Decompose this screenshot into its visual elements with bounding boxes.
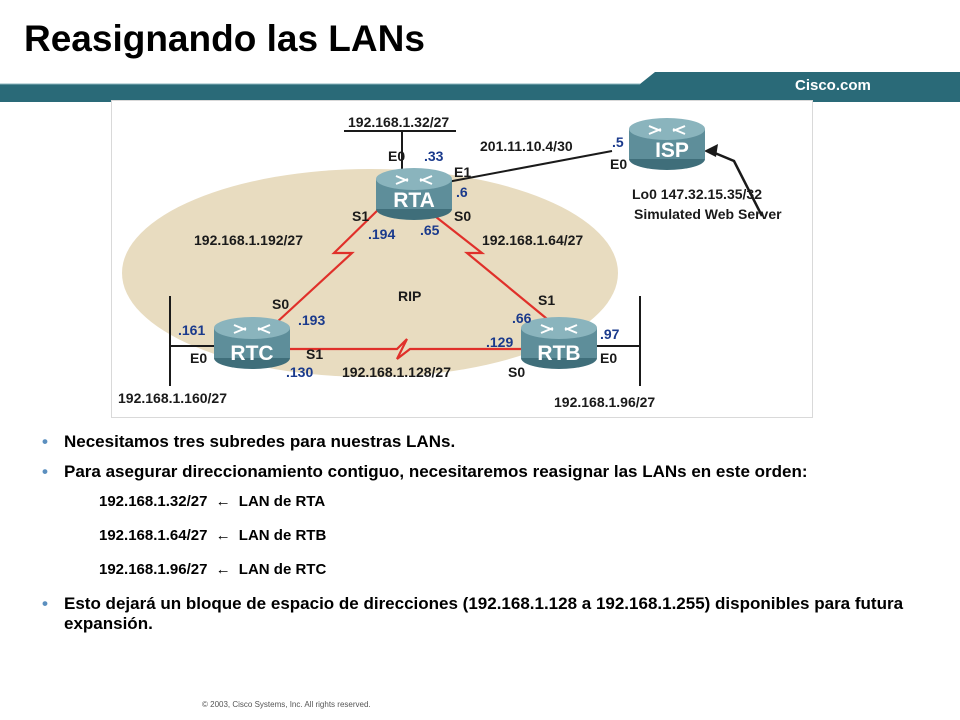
rta-e0-ip: .33 [424,148,444,164]
bullet-item: • Necesitamos tres subredes para nuestra… [42,432,922,452]
left-arrow-icon: ← [215,527,231,544]
sub-item: 192.168.1.64/27 ← LAN de RTB [99,526,922,546]
cisco-brand-label: Cisco.com [795,77,871,94]
bullet-list: • Necesitamos tres subredes para nuestra… [42,432,922,644]
left-arrow-icon: ← [215,493,231,510]
rtc-name: RTC [230,342,273,365]
router-rtc: RTC [214,317,290,369]
rta-s1-port: S1 [352,208,369,224]
bullet-marker: • [42,432,48,451]
network-diagram: RTA ISP RTC RTB 192.168.1.32/27 E0 .33 E… [111,100,813,418]
rtb-name: RTB [537,342,580,365]
sub-item: 192.168.1.96/27 ← LAN de RTC [99,560,922,580]
isp-link-net: 201.11.10.4/30 [480,138,573,154]
isp-ip: .5 [612,134,624,150]
left-arrow-icon: ← [215,561,231,578]
sub-net: 192.168.1.64/27 [99,527,208,544]
bullet-item: • Para asegurar direccionamiento contigu… [42,462,922,482]
rtc-rtb-serial-link [287,338,532,360]
rtc-s1-ip: .130 [286,364,313,380]
rta-e1-ip: .6 [456,184,468,200]
rtc-s1-port: S1 [306,346,323,362]
rta-s0-port: S0 [454,208,471,224]
rta-rtc-net: 192.168.1.192/27 [194,232,303,248]
rtb-s1-ip: .66 [512,310,532,326]
isp-name: ISP [655,139,689,162]
isp-port: E0 [610,156,627,172]
rtb-lan-label: 192.168.1.96/27 [554,394,655,410]
sub-text: LAN de RTC [238,561,327,578]
rta-rtb-net: 192.168.1.64/27 [482,232,583,248]
rtb-e0-ip: .97 [600,326,620,342]
router-rtb: RTB [521,317,597,369]
rtc-s0-ip: .193 [298,312,325,328]
rtc-lan-segment [169,296,222,386]
rtc-e0-port: E0 [190,350,207,366]
protocol-label: RIP [398,288,421,304]
sub-text: LAN de RTA [238,493,326,510]
rta-e0-port: E0 [388,148,405,164]
sub-net: 192.168.1.32/27 [99,493,208,510]
bullet-text: Necesitamos tres subredes para nuestras … [64,432,456,451]
rta-rtc-serial-link [275,205,383,324]
bullet-text: Esto dejará un bloque de espacio de dire… [64,594,904,633]
rta-e1-port: E1 [454,164,471,180]
sub-item: 192.168.1.32/27 ← LAN de RTA [99,492,922,512]
rtc-lan-label: 192.168.1.160/27 [118,390,227,406]
router-isp: ISP [629,118,705,170]
rta-name: RTA [393,189,435,212]
header-banner [0,72,960,102]
rtb-s1-port: S1 [538,292,555,308]
copyright-notice: © 2003, Cisco Systems, Inc. All rights r… [202,700,371,709]
isp-caption: Simulated Web Server [634,206,782,222]
rta-rtb-serial-link [421,205,553,324]
web-server-arrow [709,149,764,217]
rta-isp-link [441,150,613,184]
sub-text: LAN de RTB [238,527,327,544]
isp-loopback: Lo0 147.32.15.35/32 [632,186,762,202]
rta-s0-ip: .65 [420,222,440,238]
bullet-text: Para asegurar direccionamiento contiguo,… [64,462,808,481]
sub-net: 192.168.1.96/27 [99,561,208,578]
rtb-s0-ip: .129 [486,334,513,350]
rtb-s0-port: S0 [508,364,525,380]
bullet-marker: • [42,462,48,481]
router-rta: RTA [376,168,452,220]
slide-title: Reasignando las LANs [24,18,425,59]
rtc-s0-port: S0 [272,296,289,312]
rtb-e0-port: E0 [600,350,617,366]
rtc-rtb-net: 192.168.1.128/27 [342,364,451,380]
rta-lan-label: 192.168.1.32/27 [348,114,449,130]
rta-s1-ip: .194 [368,226,395,242]
rtb-lan-segment [592,296,641,386]
bullet-item: • Esto dejará un bloque de espacio de di… [42,594,922,634]
bullet-marker: • [42,594,48,613]
rtc-e0-ip: .161 [178,322,205,338]
